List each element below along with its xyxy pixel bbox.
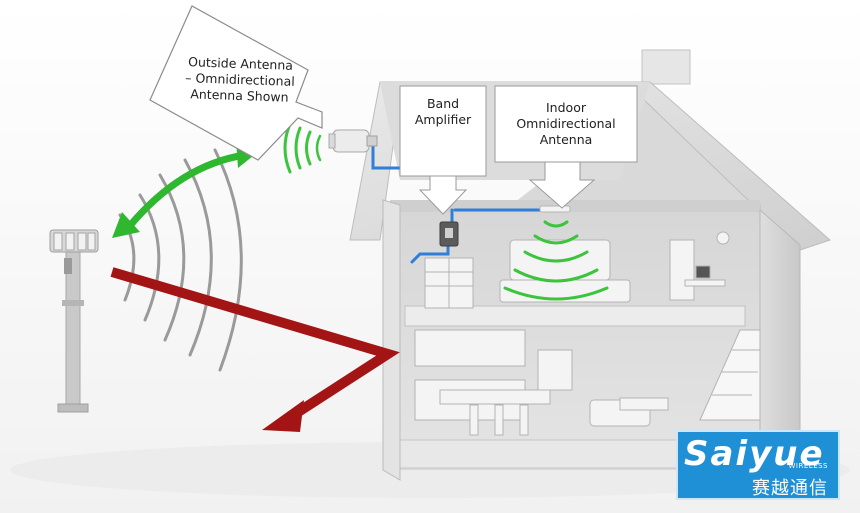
indoor-antenna <box>539 205 571 213</box>
upstairs-furniture <box>424 231 730 309</box>
indoor-antenna-callout <box>494 85 638 209</box>
indoor-antenna-label-line1: Indoor <box>546 100 586 115</box>
band-amplifier-label-line2: Amplifier <box>414 112 472 127</box>
indoor-signal-waves <box>503 220 609 301</box>
band-amplifier-callout <box>399 85 487 215</box>
indoor-antenna-label: Indoor Omnidirectional Antenna <box>495 100 637 148</box>
logo-chinese-name: 赛越通信 <box>752 478 828 499</box>
band-amplifier-label-line1: Band <box>426 96 460 111</box>
band-amplifier <box>439 221 459 247</box>
cell-tower <box>49 229 99 413</box>
logo-wordmark: Saiyue <box>684 434 825 474</box>
outside-antenna-label: Outside Antenna – Omnidirectional Antenn… <box>174 54 306 107</box>
indoor-antenna-label-line3: Antenna <box>539 132 593 147</box>
outside-antenna-callout <box>149 5 323 161</box>
saiyue-logo: Saiyue WIRELESS 赛越通信 <box>676 430 840 500</box>
blocked-signal-arrow <box>110 267 400 432</box>
band-amplifier-label: Band Amplifier <box>400 96 486 128</box>
indoor-antenna-label-line2: Omnidirectional <box>516 116 616 131</box>
outside-antenna <box>328 129 378 153</box>
logo-subtitle: WIRELESS <box>788 462 828 470</box>
downstairs-furniture <box>414 329 761 436</box>
